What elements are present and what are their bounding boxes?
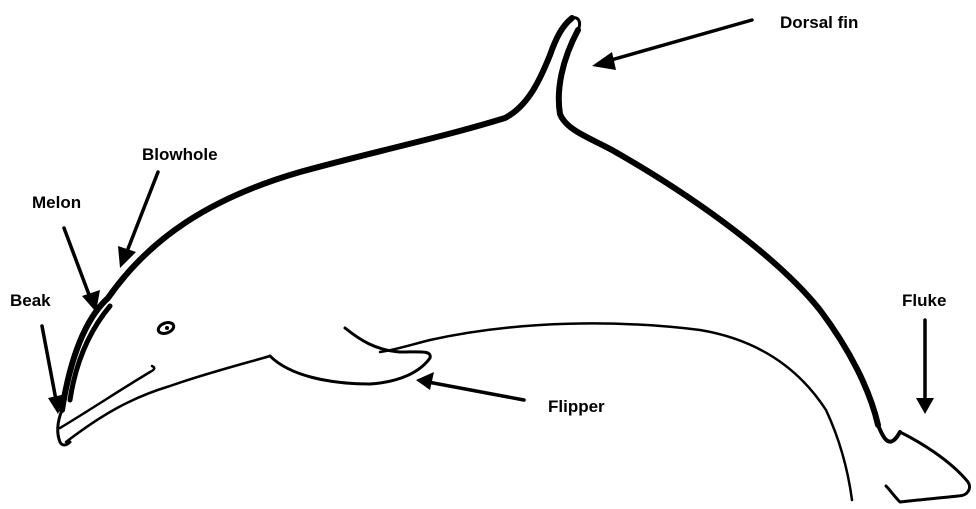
dolphin-illustration	[58, 18, 970, 502]
label-beak: Beak	[10, 291, 51, 310]
label-melon: Melon	[32, 193, 81, 212]
dorsal-fin-arrow	[592, 20, 752, 70]
label-dorsal-fin: Dorsal fin	[780, 13, 858, 32]
fluke-outline	[886, 432, 970, 502]
flipper-arrow	[416, 372, 524, 400]
tail-stock-lower-outline	[430, 323, 852, 500]
melon-arrow	[64, 228, 100, 312]
blowhole-arrow	[118, 172, 158, 268]
anatomy-labels: Dorsal fin Blowhole Melon Beak Flipper F…	[10, 13, 946, 416]
beak-arrow	[42, 326, 66, 414]
label-fluke: Fluke	[902, 291, 946, 310]
dorsal-fin-trailing-edge	[559, 30, 878, 425]
throat-outline	[66, 356, 270, 442]
dolphin-eye-pupil	[165, 326, 169, 330]
pointer-arrows	[42, 20, 934, 414]
label-blowhole: Blowhole	[142, 145, 218, 164]
dolphin-back-outline	[62, 18, 572, 410]
fluke-arrow	[916, 320, 934, 414]
flipper-outline	[270, 328, 430, 384]
tail-stock-upper-outline	[878, 425, 900, 442]
label-flipper: Flipper	[548, 397, 605, 416]
